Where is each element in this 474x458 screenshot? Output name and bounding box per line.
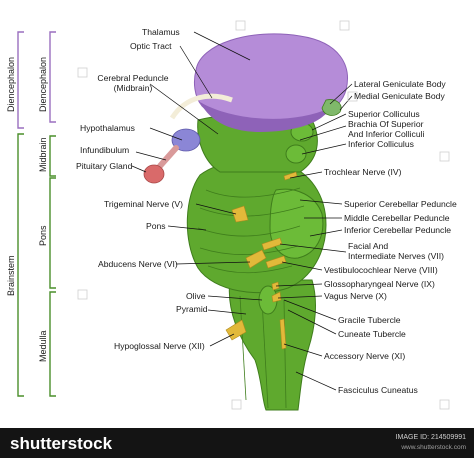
label-glossopharyngeal-nerve: Glossopharyngeal Nerve (IX) (324, 279, 435, 289)
label-gracile-tubercle: Gracile Tubercle (338, 315, 401, 325)
label-facial-nerve-sub: Intermediate Nerves (VII) (348, 251, 444, 261)
trochlear-nerve-shape (283, 171, 298, 181)
glossopharyngeal-nerve-shape (271, 281, 280, 291)
infundibulum-shape (157, 145, 179, 169)
label-lateral-geniculate-body: Lateral Geniculate Body (354, 79, 446, 89)
diencephalon-inner-bracket (49, 31, 56, 123)
label-brachia: Brachia Of Superior (348, 119, 424, 129)
group-label-pons: Pons (38, 225, 48, 246)
geniculate-body-shape (321, 99, 342, 116)
label-vagus-nerve: Vagus Nerve (X) (324, 291, 387, 301)
group-label-brainstem: Brainstem (6, 255, 16, 296)
cerebellar-peduncle-shape (269, 188, 324, 259)
leader-lines (131, 31, 353, 391)
label-hypothalamus: Hypothalamus (80, 123, 135, 133)
pituitary-gland-shape (143, 164, 165, 184)
image-id: IMAGE ID: 214509991 (395, 434, 466, 441)
label-cerebral-peduncle: Cerebral Peduncle (97, 73, 169, 83)
optic-tract-shape (169, 93, 233, 120)
medulla-bracket (49, 291, 56, 397)
label-trigeminal-nerve: Trigeminal Nerve (V) (104, 199, 183, 209)
inferior-colliculus-shape (285, 144, 307, 164)
cranial-nerves (225, 171, 298, 350)
vestibulocochlear-nerve-shape (265, 255, 287, 269)
group-brackets (17, 31, 56, 397)
watermark-marks (77, 20, 450, 410)
group-label-midbrain: Midbrain (38, 137, 48, 172)
accessory-nerve-shape (279, 318, 287, 350)
hypoglossal-nerve-shape (225, 319, 247, 341)
pons-bracket (49, 177, 56, 289)
label-facial-nerve: Facial And (348, 241, 389, 251)
label-vestibulocochlear-nerve: Vestibulocochlear Nerve (VIII) (324, 265, 438, 275)
stock-footer: shutterstock IMAGE ID: 214509991 www.shu… (0, 428, 474, 458)
group-label-diencephalon-outer: Diencephalon (6, 56, 16, 112)
site-url: www.shutterstock.com (401, 444, 466, 451)
group-label-medulla: Medulla (38, 330, 48, 362)
group-label-diencephalon-inner: Diencephalon (38, 56, 48, 112)
label-abducens-nerve: Abducens Nerve (VI) (98, 259, 178, 269)
abducens-nerve-shape (245, 249, 267, 269)
label-inferior-cerebellar-peduncle: Inferior Cerebellar Peduncle (344, 225, 452, 235)
vagus-nerve-shape (271, 291, 282, 303)
label-infundibulum: Infundibulum (80, 145, 130, 155)
label-pons: Pons (146, 221, 166, 231)
shutterstock-logo: shutterstock (10, 434, 113, 453)
label-trochlear-nerve: Trochlear Nerve (IV) (324, 167, 402, 177)
label-fasciculus-cuneatus: Fasciculus Cuneatus (338, 385, 418, 395)
label-accessory-nerve: Accessory Nerve (XI) (324, 351, 406, 361)
trigeminal-nerve-shape (231, 205, 249, 223)
thalamus-underside (200, 102, 330, 132)
brainstem-illustration (17, 20, 450, 411)
thalamus-body (169, 33, 348, 132)
pituitary-complex (143, 128, 201, 184)
medulla-shape (228, 279, 316, 411)
brainstem-bracket (17, 133, 24, 397)
label-superior-cerebellar-peduncle: Superior Cerebellar Peduncle (344, 199, 457, 209)
brainstem-body (186, 113, 327, 411)
label-optic-tract: Optic Tract (130, 41, 172, 51)
label-medial-geniculate-body: Medial Geniculate Body (354, 91, 445, 101)
label-inferior-colliculus: Inferior Colliculus (348, 139, 414, 149)
label-pyramid: Pyramid (176, 304, 208, 314)
label-cerebral-peduncle-sub: (Midbrain) (113, 83, 153, 93)
label-superior-colliculus: Superior Colliculus (348, 109, 420, 119)
label-middle-cerebellar-peduncle: Middle Cerebellar Peduncle (344, 213, 450, 223)
label-thalamus: Thalamus (142, 27, 180, 37)
midbrain-bracket (49, 135, 56, 177)
label-brachia-sub: And Inferior Colliculi (348, 129, 425, 139)
label-olive: Olive (186, 291, 206, 301)
label-cuneate-tubercle: Cuneate Tubercle (338, 329, 406, 339)
diencephalon-outer-bracket (17, 31, 24, 129)
label-pituitary-gland: Pituitary Gland (76, 161, 133, 171)
hypothalamus-shape (171, 128, 201, 152)
label-hypoglossal-nerve: Hypoglossal Nerve (XII) (114, 341, 205, 351)
